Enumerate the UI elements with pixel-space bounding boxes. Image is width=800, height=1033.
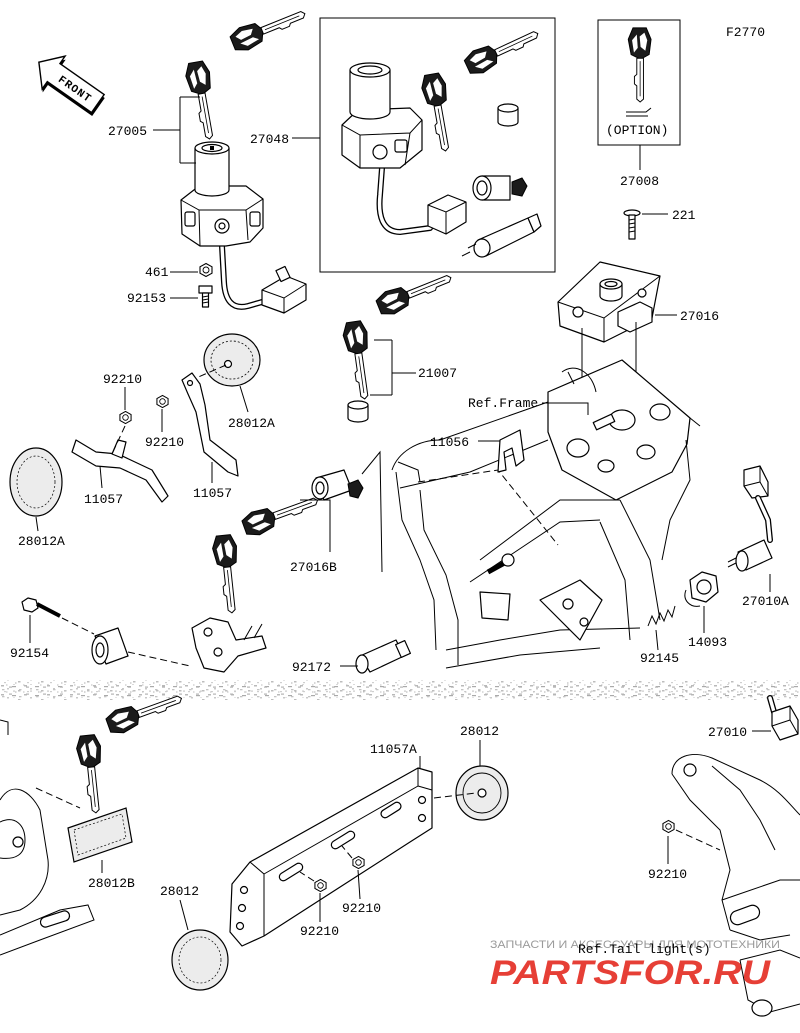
part-label-92153: 92153 — [127, 291, 166, 306]
leader-27016B — [300, 499, 331, 552]
assembly-line — [361, 450, 383, 573]
part-label-27008: 27008 — [620, 174, 659, 189]
key-set-21007 — [341, 266, 457, 423]
connector-27010 — [767, 695, 799, 741]
washer-461 — [199, 262, 213, 278]
part-label-28012B: 28012B — [88, 876, 135, 891]
assembly-line — [433, 792, 477, 799]
bracket-outline-left — [0, 719, 95, 956]
part-label-221: 221 — [672, 208, 696, 223]
leader-28012-lower — [179, 899, 189, 931]
part-label-92172: 92172 — [292, 660, 331, 675]
front-arrow-icon: FRONT — [38, 55, 106, 116]
watermark-logo: PARTSFOR.RU — [490, 954, 772, 992]
group-box-27008 — [597, 19, 681, 146]
part-label-27016B: 27016B — [290, 560, 337, 575]
leader-ref-frame — [542, 402, 589, 415]
assembly-line — [111, 425, 126, 455]
assembly-line — [61, 617, 95, 635]
nut-92210-e — [662, 819, 675, 834]
part-label-11057-middle: 11057 — [193, 486, 232, 501]
part-label-27010A: 27010A — [742, 594, 789, 609]
part-label-92210-e: 92210 — [648, 867, 687, 882]
part-label-92210-b: 92210 — [145, 435, 184, 450]
bolt-92153 — [198, 285, 213, 308]
part-label-92210-a: 92210 — [103, 372, 142, 387]
part-label-92210-d: 92210 — [300, 924, 339, 939]
ref-frame-label: Ref.Frame — [468, 396, 538, 411]
switch-27010A — [727, 465, 773, 572]
assembly-line — [675, 829, 721, 851]
option-label: (OPTION) — [606, 123, 668, 138]
reflector-28012-upper — [455, 765, 509, 821]
nut-14093 — [684, 571, 719, 607]
reflector-28012-lower — [171, 929, 229, 991]
assembly-line — [127, 651, 191, 667]
switch-plate-27016 — [557, 261, 661, 343]
part-label-28012A-upper: 28012A — [228, 416, 275, 431]
part-label-28012-upper: 28012 — [460, 724, 499, 739]
part-label-27010: 27010 — [708, 725, 747, 740]
watermark-tagline: ЗАПЧАСТИ И АКСЕССУАРЫ ДЛЯ МОТОТЕХНИКИ — [490, 939, 780, 951]
assembly-line — [195, 364, 227, 379]
leader-28012A-left — [35, 516, 39, 532]
bracket-11057-left — [71, 439, 169, 503]
nut-92210-d — [314, 878, 327, 893]
clip-11056 — [497, 429, 525, 473]
part-label-27048: 27048 — [250, 132, 289, 147]
frame — [391, 359, 701, 669]
part-label-11056: 11056 — [430, 435, 469, 450]
ref-tail-light-label: Ref.Tail light(s) — [578, 942, 711, 957]
part-label-92145: 92145 — [640, 651, 679, 666]
reflector-28012A-upper — [203, 333, 261, 387]
nut-92210-b — [156, 394, 169, 409]
key-blank-icon — [626, 107, 652, 117]
part-label-11057A: 11057A — [370, 742, 417, 757]
tail-light-bracket — [671, 754, 800, 1017]
leader-92145 — [655, 629, 659, 651]
bracket-11057A — [229, 767, 433, 947]
part-label-27016: 27016 — [680, 309, 719, 324]
reflector-28012A-left — [9, 447, 63, 517]
watermark: ЗАПЧАСТИ И АКСЕССУАРЫ ДЛЯ МОТОТЕХНИКИ PA… — [490, 939, 780, 992]
part-label-28012-lower: 28012 — [160, 884, 199, 899]
lock-set-27016B — [210, 469, 364, 615]
holder-assembly — [91, 617, 267, 673]
spring-92145 — [647, 605, 676, 627]
part-label-92154: 92154 — [10, 646, 49, 661]
part-label-14093: 14093 — [688, 635, 727, 650]
part-label-92210-c: 92210 — [342, 901, 381, 916]
bracket-11057-middle — [181, 372, 239, 477]
leader-92210-c — [357, 869, 361, 900]
part-label-11057-left: 11057 — [84, 492, 123, 507]
nut-92210-a — [119, 410, 132, 425]
group-box-27048 — [319, 17, 556, 273]
bolt-92154 — [21, 597, 61, 618]
ignition-switch-set-27048 — [319, 17, 556, 273]
reflector-28012B — [67, 807, 133, 863]
option-key-27008: (OPTION) — [597, 19, 681, 146]
assembly-line — [299, 845, 353, 882]
nut-92210-c — [352, 855, 365, 870]
part-label-461: 461 — [145, 265, 169, 280]
leader-27005 — [153, 96, 200, 164]
key-set-lower — [74, 687, 187, 815]
part-label-28012A-left: 28012A — [18, 534, 65, 549]
scan-noise-band — [0, 684, 800, 698]
figure-code: F2770 — [726, 25, 765, 40]
ignition-switch-27005 — [180, 2, 311, 314]
screw-221 — [623, 209, 641, 240]
plug-92172 — [355, 639, 412, 674]
part-label-27005: 27005 — [108, 124, 147, 139]
leader-28012A-upper — [239, 385, 249, 413]
part-label-21007: 21007 — [418, 366, 457, 381]
leader-21007 — [370, 339, 416, 396]
leader-11057-left — [99, 465, 103, 489]
